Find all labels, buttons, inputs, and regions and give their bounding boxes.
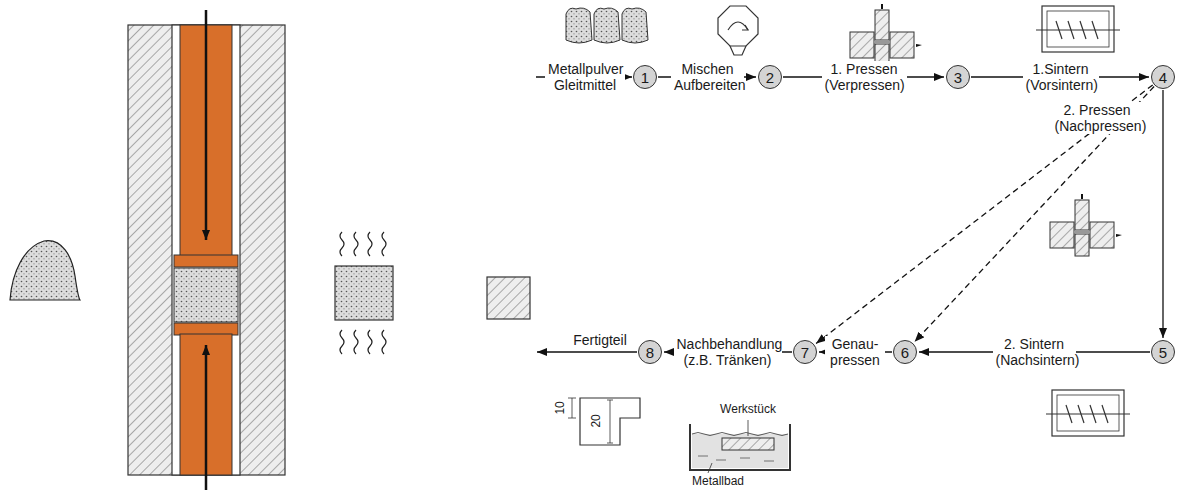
metal-bath [690, 420, 790, 473]
dimension-lines [568, 398, 613, 443]
step-number: 6 [901, 345, 909, 360]
step-label: 1.Sintern (Vorsintern) [1023, 61, 1099, 93]
dashed-connector [816, 85, 1153, 344]
text-label: 20 [590, 414, 604, 427]
step-number: 5 [1159, 345, 1167, 360]
heat-waves [340, 232, 386, 354]
step-label: 2. Sintern (Nachsintern) [993, 336, 1076, 368]
text-label: Metallpulver Gleitmittel [545, 61, 625, 93]
output-arrow [537, 351, 637, 352]
mixer-icon [718, 6, 758, 55]
step-number: 2 [766, 70, 774, 85]
step-label: 2. Pressen (Nachpressen) [1052, 102, 1143, 134]
l-part [580, 398, 640, 445]
lower-punch-head [174, 323, 238, 335]
step-label: 1. Pressen (Verpressen) [822, 61, 907, 93]
text-label: 10 [554, 401, 568, 414]
step-number: 4 [1159, 70, 1167, 85]
step-circle: 5 [1151, 340, 1175, 364]
press-arrow [205, 345, 208, 490]
dashed-connector [915, 87, 1155, 342]
step-circle: 1 [633, 65, 657, 89]
powder-compact [174, 268, 238, 322]
sinter-part [335, 266, 393, 320]
step-label: Genau- pressen [825, 336, 885, 368]
upper-punch-head [174, 255, 238, 267]
powder-heap [10, 241, 80, 300]
text-label: Werkstück [720, 403, 776, 417]
step-circle: 6 [893, 340, 917, 364]
finished-part [487, 277, 530, 319]
step-label: Mischen Aufbereiten [671, 61, 744, 93]
step-circle: 2 [758, 65, 782, 89]
step-circle: 3 [946, 65, 970, 89]
connector [1162, 90, 1163, 338]
press-arrow [205, 10, 208, 240]
step-number: 7 [801, 345, 809, 360]
step-circle: 4 [1151, 65, 1175, 89]
step-circle: 8 [638, 340, 662, 364]
powder-bags [566, 8, 648, 43]
step-number: 8 [646, 345, 654, 360]
step-number: 1 [641, 70, 649, 85]
text-label: Metallbad [692, 475, 744, 489]
step-circle: 7 [793, 340, 817, 364]
step-label: Nachbehandlung (z.B. Tränken) [674, 336, 782, 368]
step-number: 3 [954, 70, 962, 85]
text-label: Fertigteil [573, 332, 627, 348]
